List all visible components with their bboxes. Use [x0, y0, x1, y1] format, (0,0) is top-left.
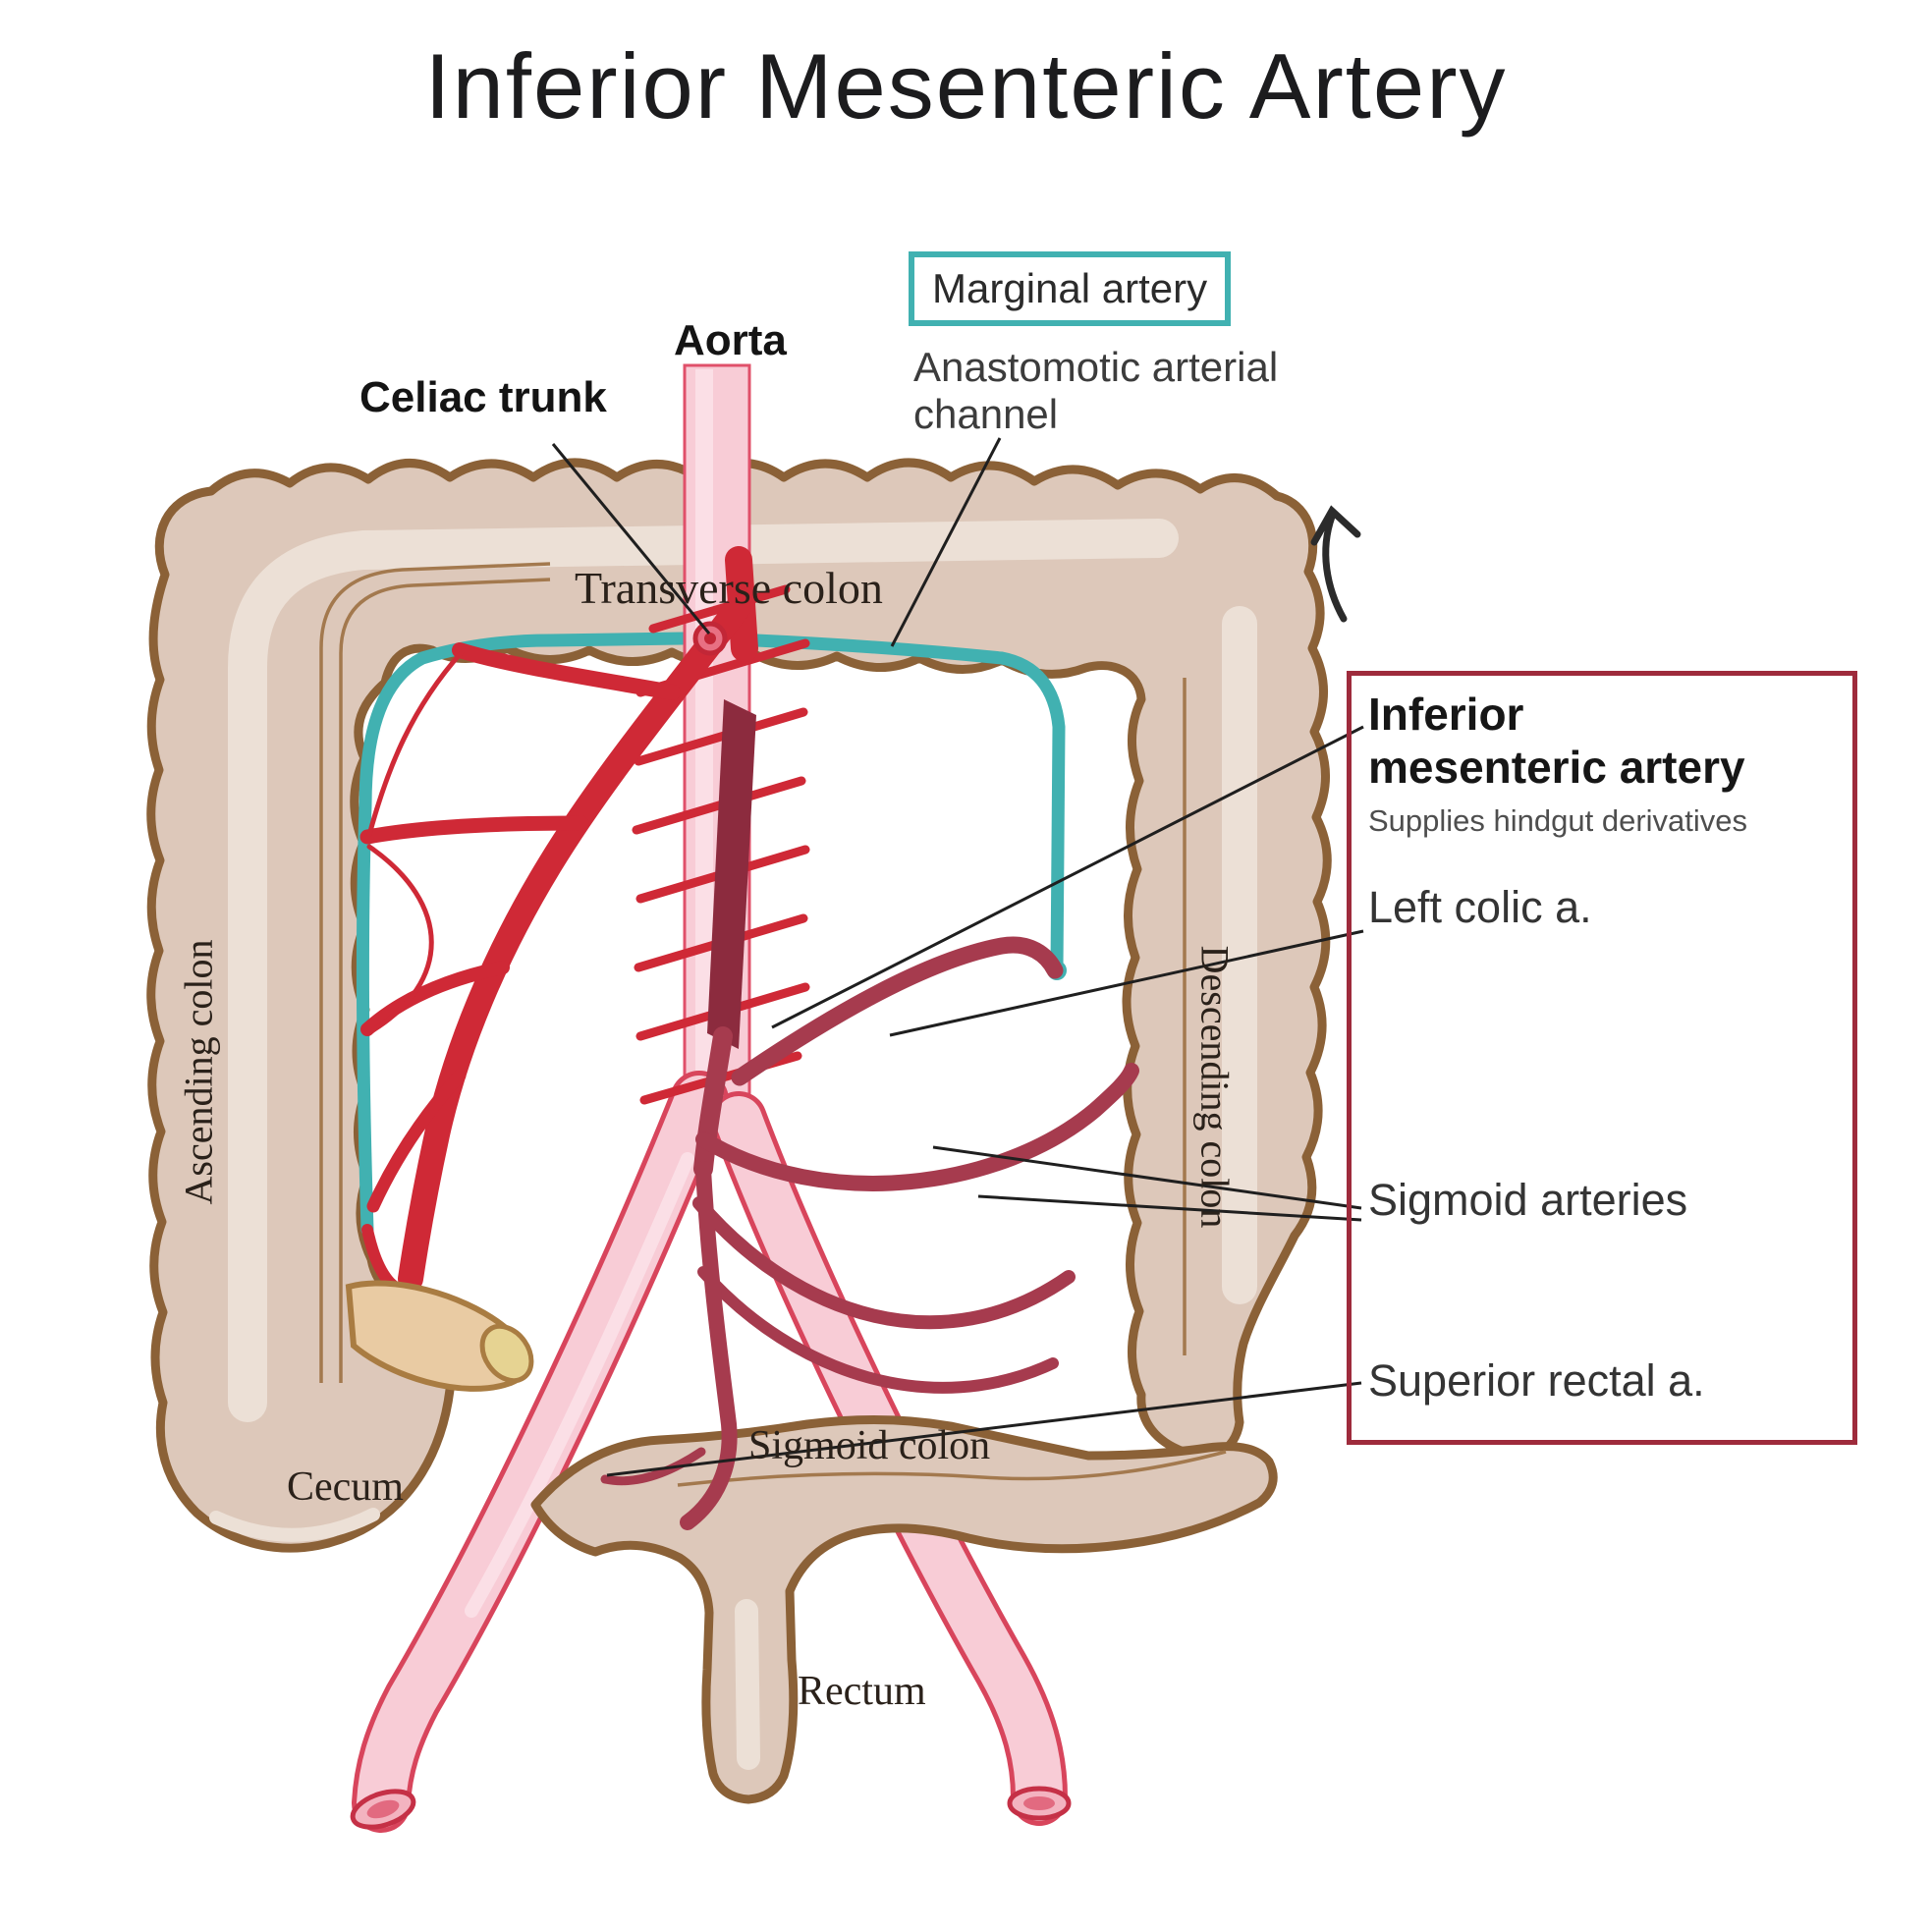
superior-rectal-artery — [680, 1161, 738, 1530]
sigmoid-rectum-shape — [530, 1414, 1278, 1804]
rectum-label: Rectum — [798, 1669, 926, 1714]
colon-frame-shape — [146, 458, 1332, 1553]
left-colic-label: Left colic a. — [1368, 882, 1592, 932]
celiac-trunk-label: Celiac trunk — [359, 373, 607, 421]
superior-rectal-label: Superior rectal a. — [1368, 1355, 1705, 1406]
sigmoid-colon-label: Sigmoid colon — [748, 1423, 991, 1468]
leader-sigmoid-1 — [932, 1145, 1362, 1210]
legend-box — [1347, 671, 1857, 1445]
sigmoid-artery-1 — [695, 1063, 1139, 1191]
ima-label-line2: mesenteric artery — [1368, 742, 1745, 793]
leader-superior-rectal — [606, 1381, 1362, 1477]
descending-colon-label: Descending colon — [1192, 945, 1238, 1229]
inferior-mesenteric-artery-tree — [600, 699, 1139, 1530]
colon-highlight-bands — [209, 519, 1257, 1542]
terminal-ileum — [345, 1280, 534, 1392]
leader-marginal-artery — [890, 437, 1002, 647]
sigmoid-artery-2 — [692, 1196, 1076, 1330]
marginal-artery-label: Marginal artery — [909, 251, 1232, 326]
leader-ima — [771, 725, 1364, 1029]
page-title: Inferior Mesenteric Artery — [424, 34, 1508, 138]
leader-celiac-trunk — [551, 443, 711, 635]
right-common-iliac-artery — [710, 1091, 1072, 1826]
leader-lines — [551, 437, 1364, 1477]
ima-note-label: Supplies hindgut derivatives — [1368, 803, 1748, 838]
anastomotic-channel-label: Anastomotic arterial channel — [913, 344, 1279, 438]
leader-left-colic — [889, 929, 1364, 1037]
left-colic-artery — [731, 936, 1064, 1086]
ascending-colon-label: Ascending colon — [176, 939, 221, 1205]
sigmoid-artery-3 — [697, 1266, 1059, 1394]
transverse-colon-label: Transverse colon — [575, 563, 883, 613]
up-arrow-icon — [1310, 505, 1361, 623]
aorta-label: Aorta — [674, 316, 787, 364]
cecum-label: Cecum — [287, 1464, 404, 1510]
celiac-trunk-stub — [692, 621, 728, 656]
sigmoid-arteries-label: Sigmoid arteries — [1368, 1175, 1688, 1225]
ima-label-line1: Inferior — [1368, 689, 1524, 740]
leader-sigmoid-2 — [977, 1194, 1362, 1222]
left-common-iliac-artery — [350, 1071, 729, 1833]
